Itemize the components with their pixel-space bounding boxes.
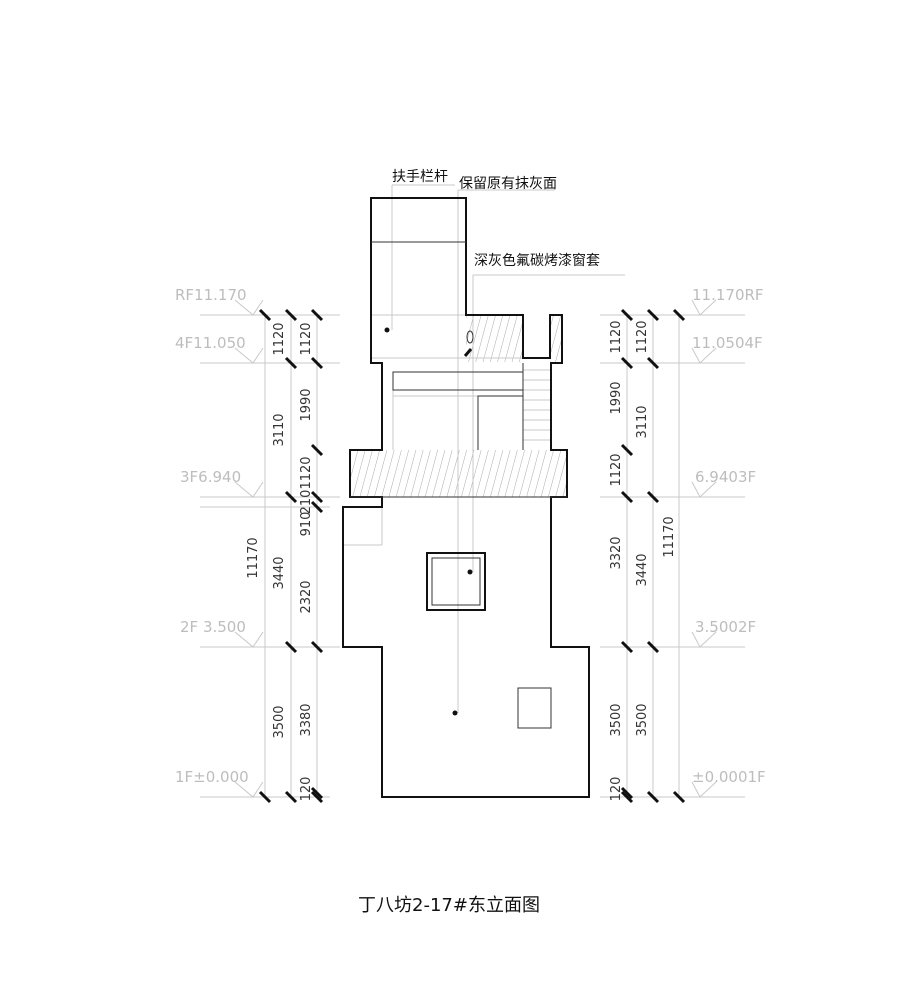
- dim-text: 3440: [635, 553, 650, 586]
- level-label-2f-left: 2F 3.500: [180, 618, 246, 636]
- dimension-tick: [646, 640, 660, 654]
- dimension-tick: [310, 790, 324, 804]
- dim-text: 3110: [635, 405, 650, 438]
- level-label-3f-right: 6.9403F: [695, 468, 756, 486]
- dim-text: 1120: [609, 453, 624, 486]
- dim-text: 120: [609, 777, 624, 802]
- dimension-tick: [284, 640, 298, 654]
- dimension-tick: [646, 308, 660, 322]
- dimension-tick: [258, 790, 272, 804]
- dimension-tick: [310, 308, 324, 322]
- level-label-rf-left: RF11.170: [175, 286, 247, 304]
- level-label-1f-left: 1F±0.000: [175, 768, 249, 786]
- dimension-tick: [620, 308, 634, 322]
- dim-text: 2320: [299, 580, 314, 613]
- dimension-tick: [620, 790, 634, 804]
- dim-text: 3440: [272, 556, 287, 589]
- dimension-tick: [672, 308, 686, 322]
- level-label-1f-right: ±0.0001F: [692, 768, 766, 786]
- dimension-tick: [310, 490, 324, 504]
- level-lines-left: [200, 299, 340, 798]
- level-label-4f-right: 11.0504F: [692, 334, 763, 352]
- dimension-tick: [310, 500, 324, 514]
- dim-text: 3110: [272, 413, 287, 446]
- dim-text: 210: [299, 490, 314, 515]
- dimension-tick: [310, 640, 324, 654]
- dim-text: 1990: [299, 388, 314, 421]
- square-window: [426, 552, 486, 611]
- level-label-4f-left: 4F11.050: [175, 334, 246, 352]
- dimension-tick: [258, 308, 272, 322]
- dim-text: 910: [299, 512, 314, 537]
- dim-text: 1120: [609, 320, 624, 353]
- dimension-texts: 11170 1120 3110 3440 3500 1120 1990 1120…: [246, 320, 677, 801]
- dim-text: 1990: [609, 381, 624, 414]
- dimension-tick: [284, 356, 298, 370]
- dim-text: 3380: [299, 703, 314, 736]
- level-label-3f-left: 3F6.940: [180, 468, 241, 486]
- dimension-tick: [672, 790, 686, 804]
- annotation-plaster: 保留原有抹灰面: [459, 176, 557, 192]
- drawing-title: 丁八坊2-17#东立面图: [358, 895, 540, 916]
- dimension-ticks: [258, 308, 686, 804]
- annotation-handrail: 扶手栏杆: [392, 169, 448, 185]
- dimension-tick: [310, 356, 324, 370]
- building-elevation: [342, 184, 625, 798]
- dim-text: 11170: [662, 516, 677, 557]
- hatched-parapet: [466, 315, 523, 362]
- dim-text: 1120: [635, 320, 650, 353]
- dimension-tick: [284, 490, 298, 504]
- dim-text: 3500: [609, 703, 624, 736]
- dim-text: 3500: [272, 705, 287, 738]
- dimension-tick: [646, 790, 660, 804]
- annotation-window-frame: 深灰色氟碳烤漆窗套: [474, 252, 600, 269]
- dimension-tick: [646, 490, 660, 504]
- level-label-rf-right: 11.170RF: [692, 286, 764, 304]
- dim-text: 1120: [299, 322, 314, 355]
- dimension-tick: [310, 786, 324, 800]
- dim-text: 3500: [635, 703, 650, 736]
- dimension-tick: [284, 308, 298, 322]
- stair-lines: [343, 184, 625, 713]
- dim-text: 1120: [272, 322, 287, 355]
- dimension-tick: [620, 490, 634, 504]
- dimension-tick: [620, 443, 634, 457]
- dimension-tick: [284, 790, 298, 804]
- level-label-2f-right: 3.5002F: [695, 618, 756, 636]
- dimension-tick: [620, 640, 634, 654]
- dimension-tick: [620, 356, 634, 370]
- dimension-tick: [646, 356, 660, 370]
- dimension-tick: [310, 443, 324, 457]
- small-window: [517, 687, 552, 729]
- dimension-tick: [620, 786, 634, 800]
- dim-text: 11170: [246, 537, 261, 578]
- dim-text: 1120: [299, 456, 314, 489]
- dim-text: 3320: [609, 536, 624, 569]
- dim-text: 120: [299, 777, 314, 802]
- level-lines-right: [600, 299, 745, 798]
- hatched-post: [550, 315, 562, 363]
